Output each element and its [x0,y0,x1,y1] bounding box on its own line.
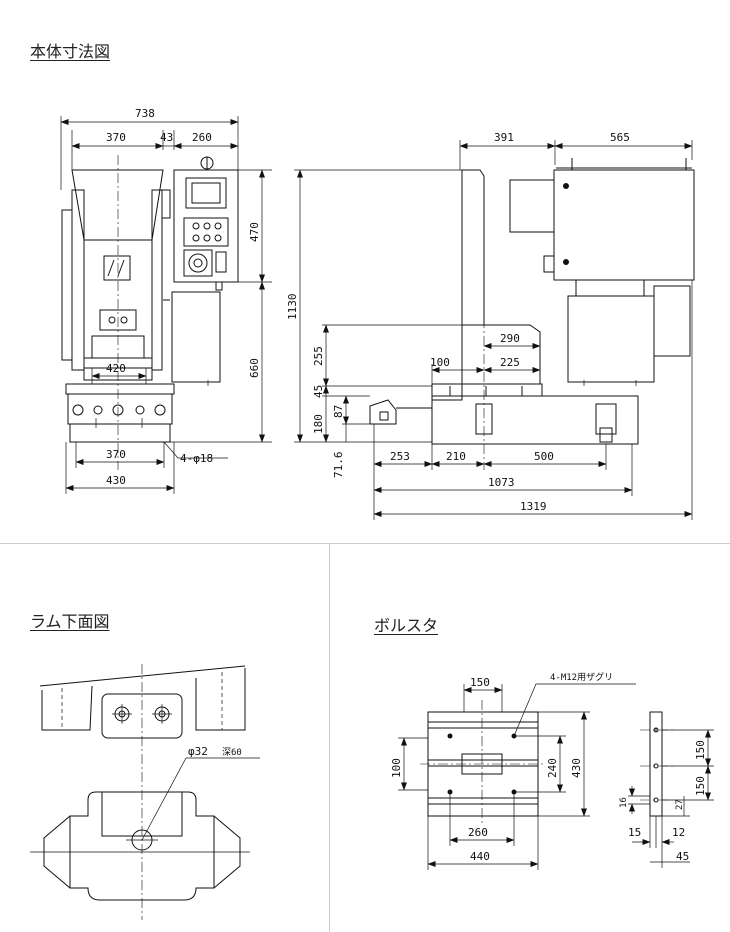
vertical-divider [329,544,330,932]
bolster-dim-150-top: 150 [470,676,490,689]
front-bolster-bolts-icon [72,404,166,416]
dim-470: 470 [248,222,261,242]
bolster-side-view [628,711,714,868]
dim-253: 253 [390,450,410,463]
bolster-side-dim-150-a: 150 [694,740,707,760]
bolster-side-dim-150-b: 150 [694,776,707,796]
front-view [60,116,272,494]
dim-391: 391 [494,131,514,144]
dim-500: 500 [534,450,554,463]
bolster-dim-100: 100 [390,758,403,778]
dim-210: 210 [446,450,466,463]
side-view [294,140,695,520]
ram-bolt-hole-icon [112,704,132,724]
bolster-dim-260: 260 [468,826,488,839]
dim-4-holes: 4-φ18 [180,452,213,465]
dim-255: 255 [312,346,325,366]
bolster-heading: ボルスタ [374,616,439,635]
dim-43: 43 [160,131,173,144]
ram-bottom-view [30,664,260,920]
ram-bolt-hole-icon [152,704,172,724]
dim-260: 260 [192,131,212,144]
bolster-dim-440: 440 [470,850,490,863]
bolster-side-dim-12: 12 [672,826,685,839]
ram-bottom-heading: ラム下面図 [30,612,110,631]
bolster-side-dim-27: 27 [675,799,685,810]
bolster-tap-label: 4-M12用ザグリ [550,671,613,683]
ram-hole-depth: 深60 [222,747,242,758]
dim-370-bottom: 370 [106,448,126,461]
dim-290: 290 [500,332,520,345]
dim-1073: 1073 [488,476,515,489]
dim-565: 565 [610,131,630,144]
bolster-plan-view [398,683,636,870]
dim-420: 420 [106,362,126,375]
dim-225: 225 [500,356,520,369]
dim-87: 87 [332,405,345,418]
bolster-dim-240: 240 [546,758,559,778]
dim-430-front: 430 [106,474,126,487]
bolster-side-dim-45: 45 [676,850,689,863]
bolster-dim-430: 430 [570,758,583,778]
ram-hole-diameter: φ32 [188,745,208,758]
dim-1130: 1130 [286,294,299,321]
dim-738: 738 [135,107,155,120]
bolster-side-dim-16: 16 [619,797,629,808]
dim-180: 180 [312,414,325,434]
dim-100-side: 100 [430,356,450,369]
bolster-side-dim-15: 15 [628,826,641,839]
main-dimension-heading: 本体寸法図 [30,42,111,61]
dim-370-top: 370 [106,131,126,144]
dim-71-6: 71.6 [332,452,345,479]
dim-660: 660 [248,358,261,378]
horizontal-divider [0,543,730,544]
dim-45: 45 [312,385,325,398]
dim-1319: 1319 [520,500,547,513]
